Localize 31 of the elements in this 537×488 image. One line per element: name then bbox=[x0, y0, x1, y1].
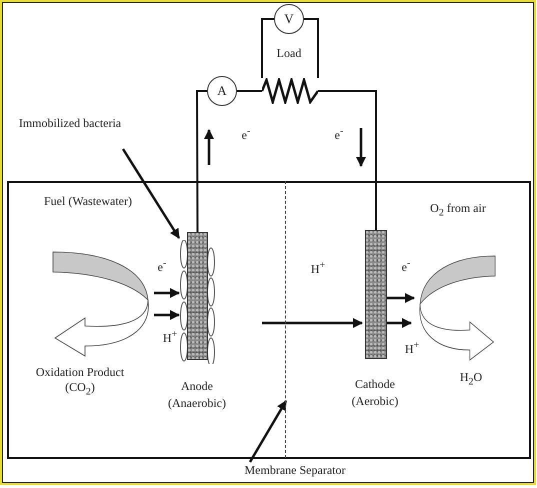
membrane-line bbox=[285, 181, 287, 458]
label-text: Load bbox=[276, 46, 302, 61]
label-text: Oxidation Product (CO$_{2}$) bbox=[34, 365, 126, 399]
wire bbox=[237, 90, 262, 92]
arrow bbox=[154, 310, 180, 320]
leader-line bbox=[248, 400, 288, 463]
arrow bbox=[262, 318, 363, 328]
label-text: e$^{-}$ bbox=[242, 126, 250, 143]
label-text: Fuel (Wastewater) bbox=[44, 194, 132, 209]
meter-circle: V bbox=[274, 4, 304, 34]
electrode-label: Anode (Anaerobic) bbox=[167, 378, 227, 412]
label-text: H$^{+}$ bbox=[162, 329, 178, 346]
label-text: H$^{+}$ bbox=[404, 340, 420, 357]
callout-text: Membrane Separator bbox=[220, 462, 370, 478]
label-text: H$^{+}$ bbox=[310, 260, 326, 277]
leader-line bbox=[122, 148, 180, 239]
label-text: H$_{2}$O bbox=[460, 370, 482, 389]
label-text: e$^{-}$ bbox=[158, 258, 166, 275]
leader-line bbox=[387, 293, 415, 303]
leader-line bbox=[387, 318, 412, 328]
label-text: e$^{-}$ bbox=[334, 126, 344, 143]
label-text: O$_{2}$ from air bbox=[430, 201, 486, 220]
wire bbox=[304, 18, 319, 78]
arrow bbox=[154, 288, 180, 298]
label-text: e$^{-}$ bbox=[402, 258, 410, 275]
electrode-label: Cathode (Aerobic) bbox=[350, 376, 400, 410]
meter-circle: A bbox=[207, 76, 237, 106]
wire bbox=[196, 90, 207, 232]
wire bbox=[261, 18, 274, 78]
wire bbox=[318, 90, 377, 230]
callout-text: Immobilized bacteria bbox=[15, 115, 125, 151]
